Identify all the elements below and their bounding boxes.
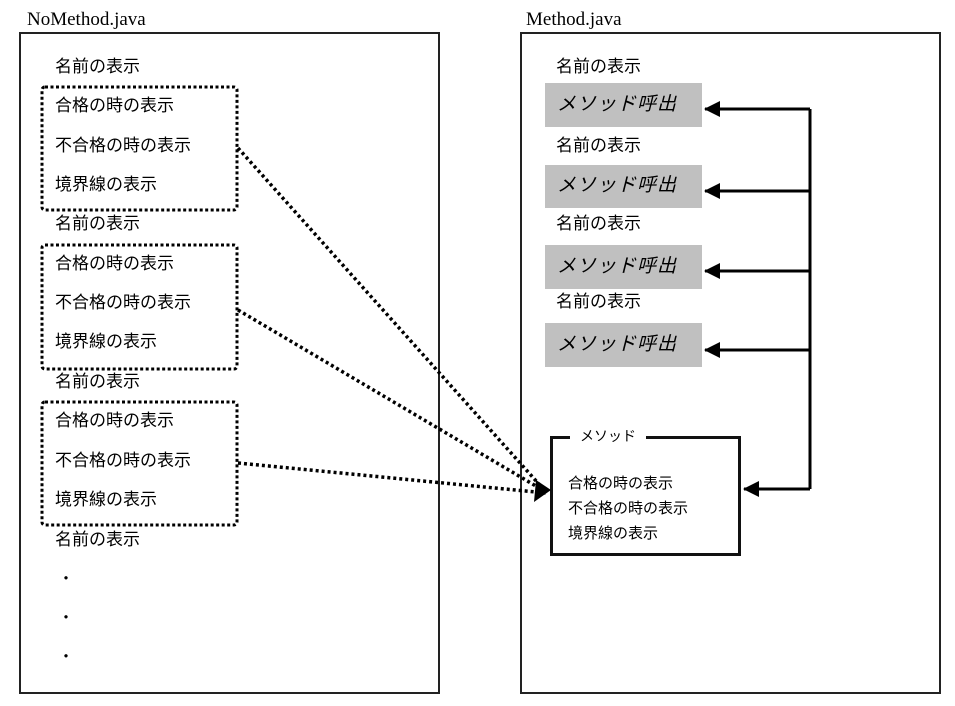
- method-call-label: メソッド呼出: [557, 255, 678, 277]
- pass-display-line: 合格の時の表示: [55, 96, 174, 116]
- method-legend: メソッド: [570, 429, 646, 445]
- left-file-panel: [19, 32, 440, 694]
- name-display-line: 名前の表示: [556, 136, 641, 156]
- fail-display-line: 不合格の時の表示: [55, 451, 191, 471]
- border-display-line: 境界線の表示: [55, 490, 157, 510]
- method-call-label: メソッド呼出: [557, 174, 678, 196]
- fail-display-line: 不合格の時の表示: [55, 136, 191, 156]
- name-display-line: 名前の表示: [556, 292, 641, 312]
- name-display-line: 名前の表示: [556, 57, 641, 77]
- name-display-line: 名前の表示: [556, 214, 641, 234]
- method-call-box: メソッド呼出: [545, 165, 702, 208]
- ellipsis-dot: ・: [58, 569, 75, 588]
- pass-display-line: 合格の時の表示: [55, 411, 174, 431]
- method-pass-line: 合格の時の表示: [568, 474, 674, 492]
- method-call-box: メソッド呼出: [545, 323, 702, 367]
- method-call-label: メソッド呼出: [557, 333, 678, 355]
- border-display-line: 境界線の表示: [55, 332, 157, 352]
- pass-display-line: 合格の時の表示: [55, 254, 174, 274]
- method-call-box: メソッド呼出: [545, 83, 702, 127]
- method-fail-line: 不合格の時の表示: [568, 499, 689, 517]
- method-call-label: メソッド呼出: [557, 93, 678, 115]
- name-display-line: 名前の表示: [55, 57, 140, 77]
- method-call-box: メソッド呼出: [545, 245, 702, 289]
- name-display-line: 名前の表示: [55, 214, 140, 234]
- method-border-line: 境界線の表示: [568, 524, 659, 542]
- name-display-line: 名前の表示: [55, 372, 140, 392]
- right-file-title: Method.java: [526, 9, 622, 30]
- method-definition-box: 合格の時の表示 不合格の時の表示 境界線の表示: [550, 436, 741, 556]
- border-display-line: 境界線の表示: [55, 175, 157, 195]
- left-file-title: NoMethod.java: [27, 9, 146, 30]
- fail-display-line: 不合格の時の表示: [55, 293, 191, 313]
- ellipsis-dot: ・: [58, 647, 75, 666]
- name-display-line: 名前の表示: [55, 530, 140, 550]
- ellipsis-dot: ・: [58, 608, 75, 627]
